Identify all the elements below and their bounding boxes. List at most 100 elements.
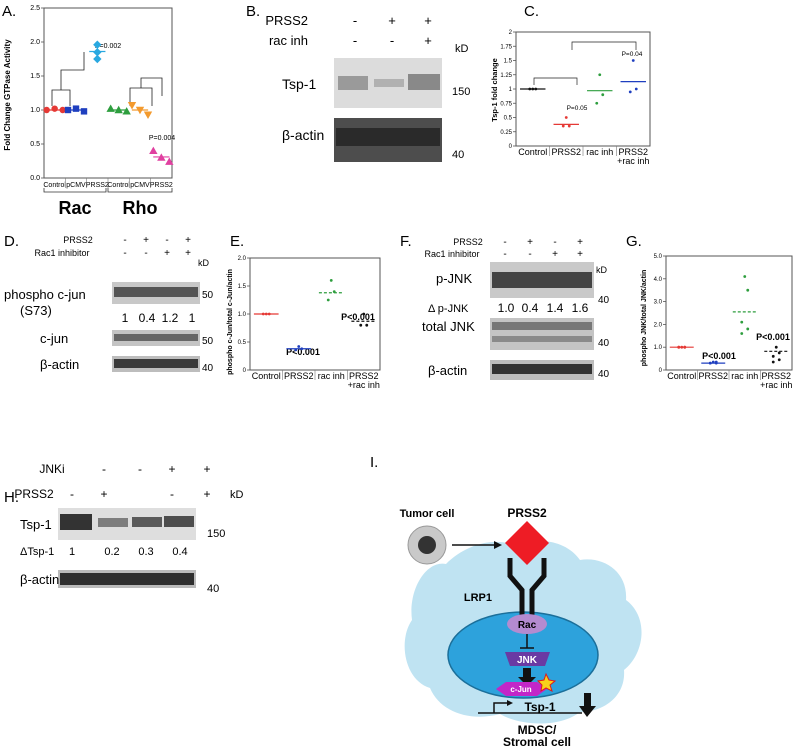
panel-b-row2-sign-3: + bbox=[424, 33, 432, 48]
panel-c-ytick-label: 1 bbox=[509, 87, 513, 93]
tumor-cell-label: Tumor cell bbox=[400, 508, 455, 520]
panel-g-data-point bbox=[774, 345, 778, 349]
panel-g-xtick-label: Control bbox=[667, 371, 696, 381]
panel-a-data-point bbox=[127, 102, 137, 110]
panel-a-chart: Fold Change GTPase Activity P=0.002 P=0.… bbox=[3, 5, 175, 218]
panel-h-row2-sign-3: - bbox=[170, 487, 174, 501]
panel-d-ratio-4: 1 bbox=[189, 311, 196, 325]
panel-e-data-point bbox=[267, 312, 271, 316]
cell-label-2: Stromal cell bbox=[503, 735, 571, 747]
panel-i-diagram: Tumor cell PRSS2 LRP1 Rac JNK c-Jun Tsp-… bbox=[400, 506, 642, 747]
panel-g-data-point bbox=[746, 288, 750, 292]
panel-f-pjnk-label: p-JNK bbox=[436, 271, 472, 286]
panel-f-row2-label: Rac1 inhibitor bbox=[424, 249, 479, 259]
panel-c-pvalue-2: P=0.04 bbox=[622, 51, 643, 58]
panel-f-row1-sign-4: + bbox=[577, 237, 583, 248]
panel-e-xtick-label: +rac inh bbox=[348, 380, 380, 390]
panel-a-data-point bbox=[135, 106, 145, 115]
panel-b-tsp1-lane3 bbox=[408, 74, 440, 90]
panel-e-ytick-label: 0 bbox=[243, 368, 247, 374]
panel-f-row2-sign-4: + bbox=[577, 249, 583, 260]
panel-g-data-point bbox=[743, 275, 747, 278]
panel-e-letter: E. bbox=[230, 233, 244, 250]
panel-e-xtick-label: PRSS2 bbox=[349, 371, 379, 381]
panel-h-row1-sign-1: - bbox=[102, 462, 106, 476]
panel-c-data-point bbox=[601, 93, 605, 97]
panel-c-ytick-label: 0.75 bbox=[500, 101, 512, 107]
panel-h-mw-40: 40 bbox=[207, 583, 219, 595]
panel-g-data-point bbox=[680, 345, 684, 349]
panel-f-ratio-4: 1.6 bbox=[572, 301, 589, 315]
panel-g-data-point bbox=[708, 361, 712, 365]
panel-c-data-point bbox=[528, 87, 532, 91]
panel-a-ytick-label: 2.5 bbox=[30, 5, 40, 12]
panel-h-kd: kD bbox=[230, 489, 244, 501]
panel-d-pcjun-site: (S73) bbox=[20, 303, 52, 318]
panel-a-data-point bbox=[93, 40, 102, 49]
panel-a-data-point bbox=[149, 146, 158, 154]
panel-f-letter: F. bbox=[400, 233, 412, 250]
panel-c-ytick-label: 1.5 bbox=[504, 59, 513, 65]
panel-e-data-point bbox=[264, 312, 268, 316]
panel-d-row1-label: PRSS2 bbox=[63, 235, 93, 245]
panel-d-cjun-core bbox=[114, 334, 198, 341]
panel-a-data-point bbox=[106, 104, 115, 112]
panel-b-row1-label: PRSS2 bbox=[265, 13, 308, 28]
promoter-arrow-icon bbox=[493, 702, 508, 713]
panel-d-mw-50a: 50 bbox=[202, 290, 214, 301]
panel-d-actin-core bbox=[114, 359, 198, 368]
lrp1-label: LRP1 bbox=[464, 592, 492, 604]
panel-b-row1-sign-1: - bbox=[353, 13, 357, 28]
panel-c-xtick-label: PRSS2 bbox=[618, 147, 648, 157]
panel-e-ytick-label: 0.5 bbox=[238, 340, 247, 346]
panel-h-ratio-4: 0.4 bbox=[172, 546, 187, 558]
panel-d-letter: D. bbox=[4, 233, 19, 250]
panel-d-row1-sign-2: + bbox=[143, 235, 149, 246]
panel-b-actin-core bbox=[336, 128, 440, 146]
panel-c-ytick-label: 0.25 bbox=[500, 130, 512, 136]
panel-a-data-point bbox=[157, 153, 166, 161]
prss2-diamond-icon bbox=[505, 521, 549, 565]
panel-f-tjnk-core2 bbox=[492, 336, 592, 342]
panel-a-bracket-rac bbox=[51, 52, 85, 106]
panel-d-ratio-3: 1.2 bbox=[162, 311, 179, 325]
panel-g-data-point bbox=[746, 327, 750, 331]
panel-a-group-brace bbox=[43, 188, 173, 193]
panel-g-data-point bbox=[771, 360, 775, 364]
panel-d-actin-label: β-actin bbox=[40, 357, 79, 372]
panel-c-data-point bbox=[628, 90, 632, 94]
panel-g-ytick-label: 2.0 bbox=[654, 322, 663, 328]
jnk-arrow-head-icon bbox=[518, 677, 536, 686]
panel-c-data-point bbox=[634, 87, 638, 91]
panel-d-kd: kD bbox=[198, 258, 210, 268]
jnk-node bbox=[505, 652, 550, 666]
panel-a-data-point bbox=[51, 105, 58, 112]
panel-a-data-point bbox=[143, 111, 153, 119]
promoter-arrow-head-icon bbox=[507, 700, 513, 706]
panel-e-data-point bbox=[329, 279, 333, 282]
panel-d-row1-sign-3: - bbox=[165, 235, 168, 246]
panel-d-pcjun-core bbox=[114, 287, 198, 297]
panel-e-data-point bbox=[297, 345, 301, 348]
cell-label-1: MDSC/ bbox=[518, 723, 557, 737]
panel-a-data-point bbox=[59, 106, 66, 114]
phospho-star-icon bbox=[536, 672, 557, 692]
panel-b-blot: PRSS2 rac inh - + + - - + kD Tsp-1 150 β… bbox=[265, 13, 470, 162]
panel-g-chart: phospho JNK/total JNK/actin P<0.001 P<0.… bbox=[641, 254, 793, 390]
panel-d-pcjun-label: phospho c-jun bbox=[4, 287, 86, 302]
panel-c-data-point bbox=[567, 124, 571, 128]
panel-g-letter: G. bbox=[626, 233, 642, 250]
panel-i-letter: I. bbox=[370, 454, 378, 471]
panel-c-chart: Tsp-1 fold change P=0.05 P=0.04 00.250.5… bbox=[490, 30, 651, 166]
panel-c-bracket-2 bbox=[571, 41, 637, 50]
panel-g-data-point bbox=[683, 345, 687, 349]
panel-h-blot: JNKi PRSS2 - - + + - + - + kD Tsp-1 150 … bbox=[14, 462, 243, 595]
panel-d-mw-40: 40 bbox=[202, 363, 214, 374]
panel-d-row2-label: Rac1 inhibitor bbox=[34, 248, 89, 258]
panel-a-ytick-label: 1.5 bbox=[30, 73, 40, 80]
panel-f-tjnk-core bbox=[492, 322, 592, 330]
panel-f-mw-40a: 40 bbox=[598, 295, 610, 306]
panel-a-ytick-label: 0.5 bbox=[30, 141, 40, 148]
panel-d-ratio-1: 1 bbox=[122, 311, 129, 325]
